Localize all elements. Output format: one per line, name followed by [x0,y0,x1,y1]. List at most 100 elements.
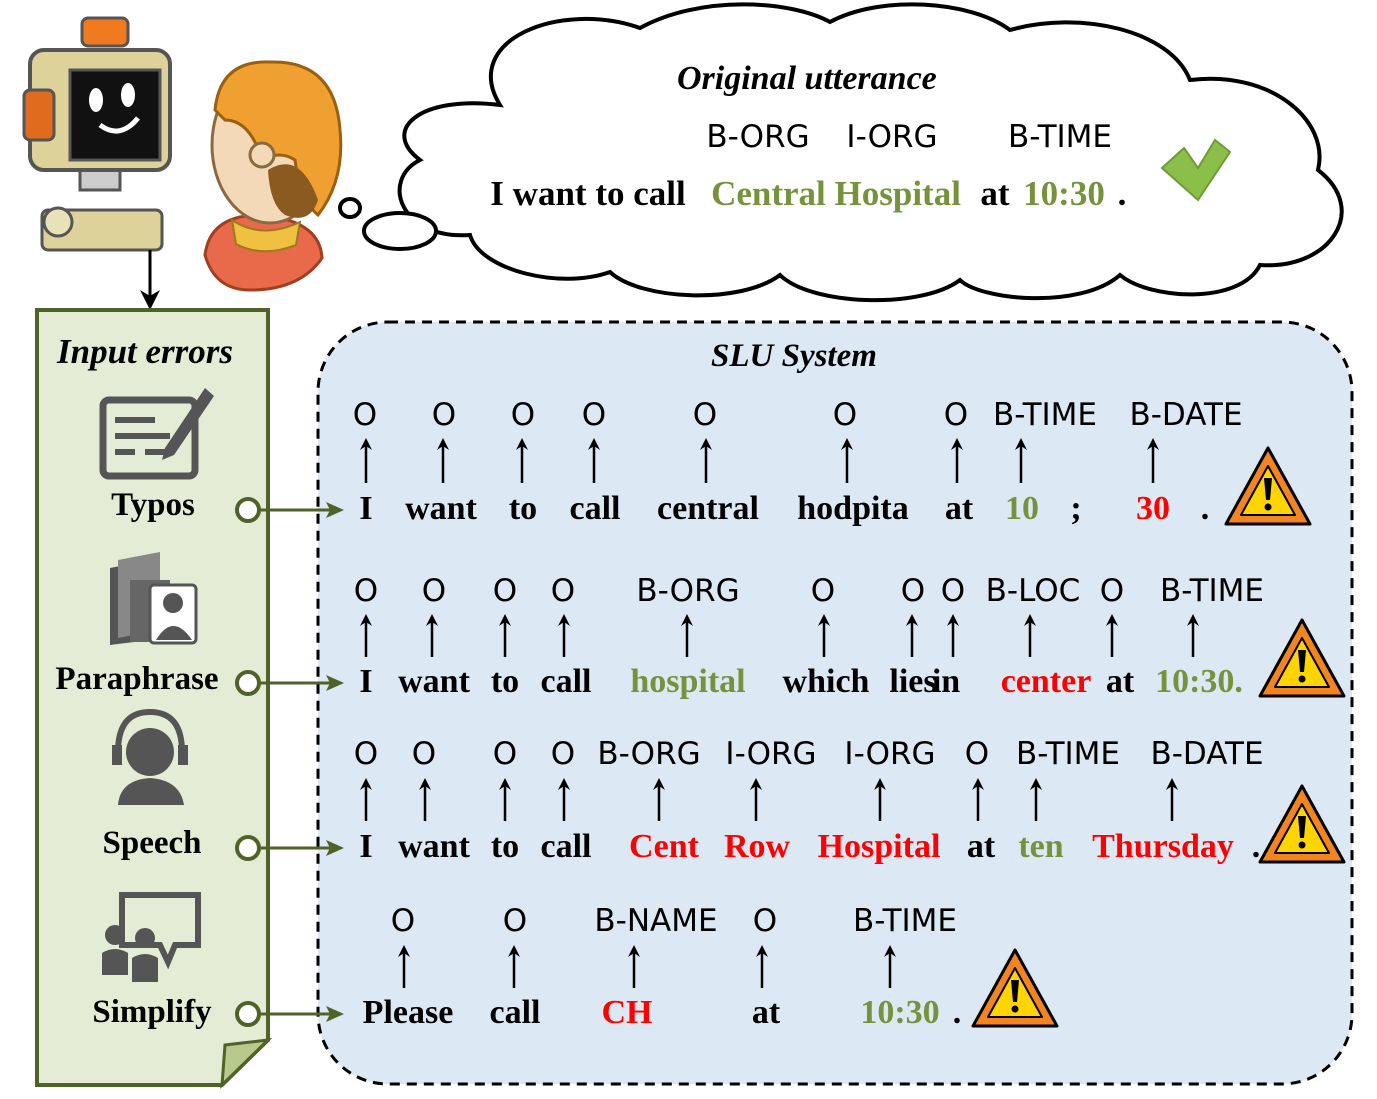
original-token: 10:30 [1023,174,1105,213]
slu-token: call [540,663,592,700]
label-arrow-head [700,438,712,450]
slu-label: B-ORG [636,573,740,609]
connector-dot [235,497,261,523]
original-label: B-TIME [1007,119,1113,155]
connectors [235,497,344,1027]
slu-token: lies [889,663,937,700]
slu-token: to [490,663,520,700]
slu-token: ten [1018,828,1064,865]
slu-token: 10 [1005,490,1039,527]
check-icon [1160,138,1232,202]
slu-token: want [398,663,470,700]
slu-system-box [316,320,1354,1086]
slu-label: O [692,397,718,433]
slu-token: at [966,828,996,865]
slu-label: O [510,397,536,433]
slu-label: B-TIME [1159,573,1265,609]
slu-token: hospital [630,663,746,700]
slu-token: at [944,490,974,527]
slu-label: O [550,573,576,609]
slu-label: O [752,903,778,939]
slu-token: call [489,994,541,1031]
slu-token: ; [1070,490,1082,527]
slu-label: B-DATE [1150,736,1264,772]
slu-label: O [353,736,379,772]
label-arrow-head [360,438,372,450]
slu-label: O [581,397,607,433]
label-arrow-head [951,438,963,450]
slu-label: O [550,736,576,772]
slu-label: B-DATE [1129,397,1243,433]
label-arrow-head [841,438,853,450]
slu-token: want [405,490,477,527]
slu-label: O [900,573,926,609]
slu-token: to [490,828,520,865]
connector-dot [235,670,261,696]
slu-token: which [782,663,870,700]
connector-dot [235,1001,261,1027]
slu-token: central [657,490,759,527]
label-arrow-head [1015,438,1027,450]
slu-label: O [964,736,990,772]
label-arrow-head [360,614,372,626]
label-arrow-head [1030,778,1042,790]
original-utterance-title: Original utterance [677,60,937,97]
label-arrow-head [426,614,438,626]
label-arrow-head [558,778,570,790]
label-arrow-head [681,614,693,626]
label-arrow-head [750,778,762,790]
slu-token: Please [362,994,454,1031]
original-label: I-ORG [846,119,938,155]
warning-icon [1224,446,1312,526]
error-name: Paraphrase [55,661,219,697]
label-arrow-head [1147,438,1159,450]
slu-label: I-ORG [725,736,817,772]
label-arrow-head [1187,614,1199,626]
label-arrow-head [756,945,768,957]
connector-arrowhead [326,1006,344,1022]
label-arrow-head [628,945,640,957]
original-token: Central Hospital [711,174,961,213]
slu-token: I [359,490,373,527]
slu-label: O [810,573,836,609]
slu-system-title: SLU System [711,338,877,374]
label-arrow-head [1166,778,1178,790]
slu-label: O [502,903,528,939]
slu-label: B-NAME [594,903,718,939]
label-arrow-head [884,945,896,957]
slu-token: Row [723,828,791,865]
book-person-icon [110,552,198,645]
thought-cloud [338,2,1344,303]
slu-label: O [832,397,858,433]
robot-computer-icon [22,16,172,252]
label-arrow-head [653,778,665,790]
label-arrows [360,438,1199,988]
slu-label: O [940,573,966,609]
warning-icon [1258,784,1346,864]
slu-token: want [398,828,470,865]
slu-label: B-TIME [992,397,1098,433]
pen-edit-icon [99,388,214,480]
slu-label: B-ORG [597,736,701,772]
slu-label: O [411,736,437,772]
label-arrow-head [906,614,918,626]
slu-token: I [359,663,373,700]
slu-token: Thursday [1092,828,1234,865]
connector-arrowhead [326,502,344,518]
slu-token: at [751,994,781,1031]
slu-label: O [431,397,457,433]
label-arrow-head [947,614,959,626]
slu-token: Cent [629,828,699,865]
slu-token: 10:30 [860,994,940,1031]
label-arrow-head [499,778,511,790]
slu-label: O [943,397,969,433]
slu-label: I-ORG [844,736,936,772]
connector-dot [235,835,261,861]
slu-label: O [352,397,378,433]
slu-label: O [492,736,518,772]
original-token: . [1117,174,1127,213]
label-arrow-head [1024,614,1036,626]
connector-arrowhead [326,840,344,856]
label-arrow-head [360,778,372,790]
warning-icon [971,948,1059,1028]
